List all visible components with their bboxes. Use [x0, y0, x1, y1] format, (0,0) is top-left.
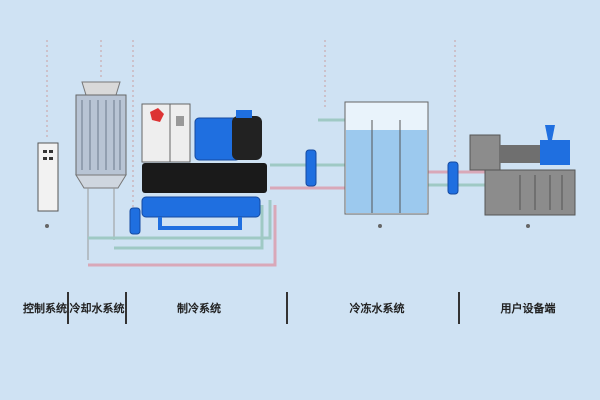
section-label-cooling-water: 冷却水系统: [69, 302, 125, 315]
section-label-chilled-water: 冷冻水系统: [349, 302, 405, 315]
pumps: [129, 149, 459, 235]
chilled-water-tank: [344, 101, 429, 228]
section-label-refrigeration: 制冷系统: [177, 302, 221, 315]
section-divider: [67, 292, 69, 324]
leader-lines: [46, 40, 456, 210]
screw-chiller: [141, 103, 267, 230]
cooling-tower: [75, 81, 127, 260]
section-divider: [286, 292, 288, 324]
section-divider: [458, 292, 460, 324]
injection-molding-machine: [469, 125, 576, 228]
control-cabinet: [37, 142, 59, 228]
section-label-user-equipment: 用户设备端: [500, 302, 556, 315]
section-divider: [125, 292, 127, 324]
section-label-control: 控制系统: [23, 302, 67, 315]
